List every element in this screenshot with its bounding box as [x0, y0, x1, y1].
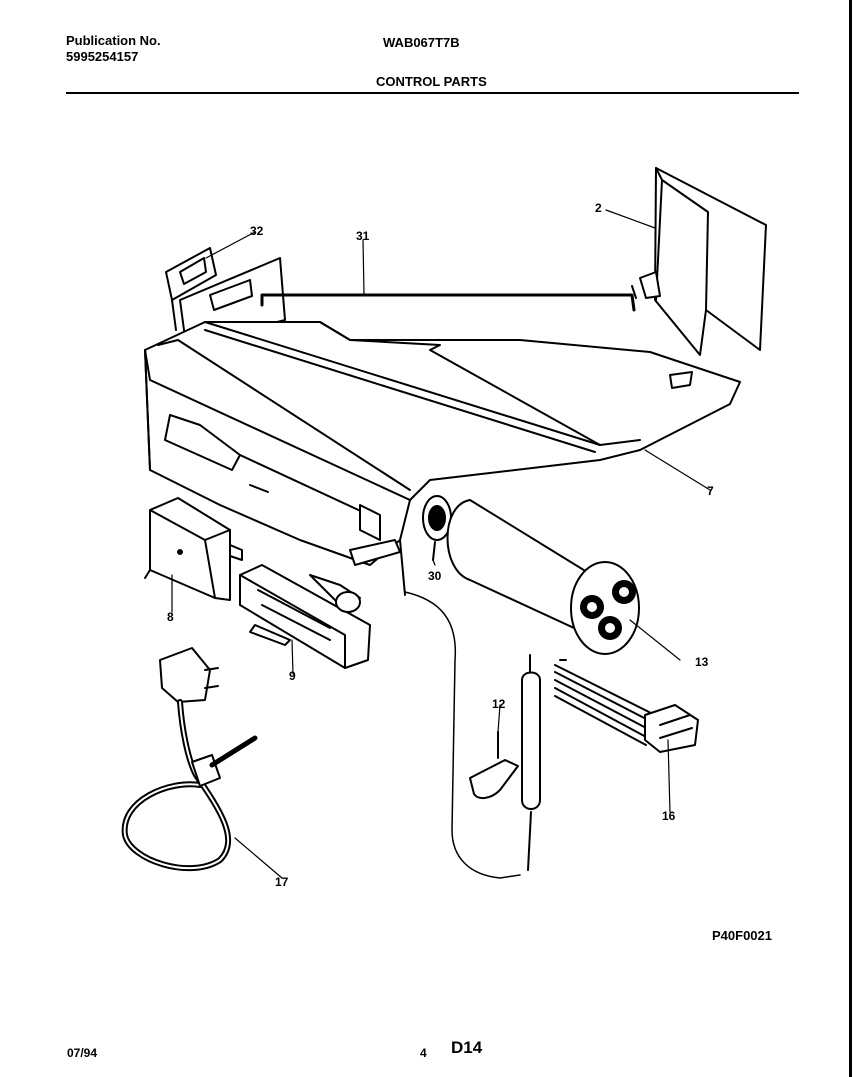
callout-labels: 2 7 8 9 12 13 16 17 30 31 32: [167, 201, 714, 889]
callout-16: 16: [662, 809, 676, 823]
page-right-border: [849, 0, 852, 1077]
callout-31: 31: [356, 229, 370, 243]
publication-number: 5995254157: [66, 49, 139, 64]
callout-32: 32: [250, 224, 264, 238]
callout-8: 8: [167, 610, 174, 624]
figure-code: P40F0021: [712, 928, 772, 943]
part-7-control-housing: [144, 321, 741, 596]
callout-13: 13: [695, 655, 709, 669]
part-17-power-cord: [121, 647, 258, 872]
callout-12: 12: [492, 697, 506, 711]
part-8-relay-box: [144, 497, 243, 601]
header-rule: [66, 92, 799, 94]
part-30-grommet: [422, 495, 452, 561]
part-16-harness-connector: [554, 659, 699, 753]
callout-9: 9: [289, 669, 296, 683]
callout-leaders: [171, 209, 711, 879]
footer-page-id: D14: [451, 1038, 483, 1057]
section-title: CONTROL PARTS: [376, 74, 487, 89]
model-number: WAB067T7B: [383, 35, 460, 50]
part-9-switch-assembly: [239, 564, 371, 669]
callout-30: 30: [428, 569, 442, 583]
callout-2: 2: [595, 201, 602, 215]
footer-page-number: 4: [420, 1046, 427, 1060]
part-13-capacitor: [446, 499, 640, 655]
publication-label: Publication No.: [66, 33, 161, 48]
part-2-back-panel: [639, 167, 767, 356]
capillary-wire: [404, 591, 521, 879]
footer-date: 07/94: [67, 1046, 98, 1060]
callout-17: 17: [275, 875, 289, 889]
part-32-bracket: [165, 247, 217, 331]
part-12-sensor-bulb: [469, 654, 541, 871]
callout-7: 7: [707, 484, 714, 498]
part-31-rod: [260, 285, 637, 312]
